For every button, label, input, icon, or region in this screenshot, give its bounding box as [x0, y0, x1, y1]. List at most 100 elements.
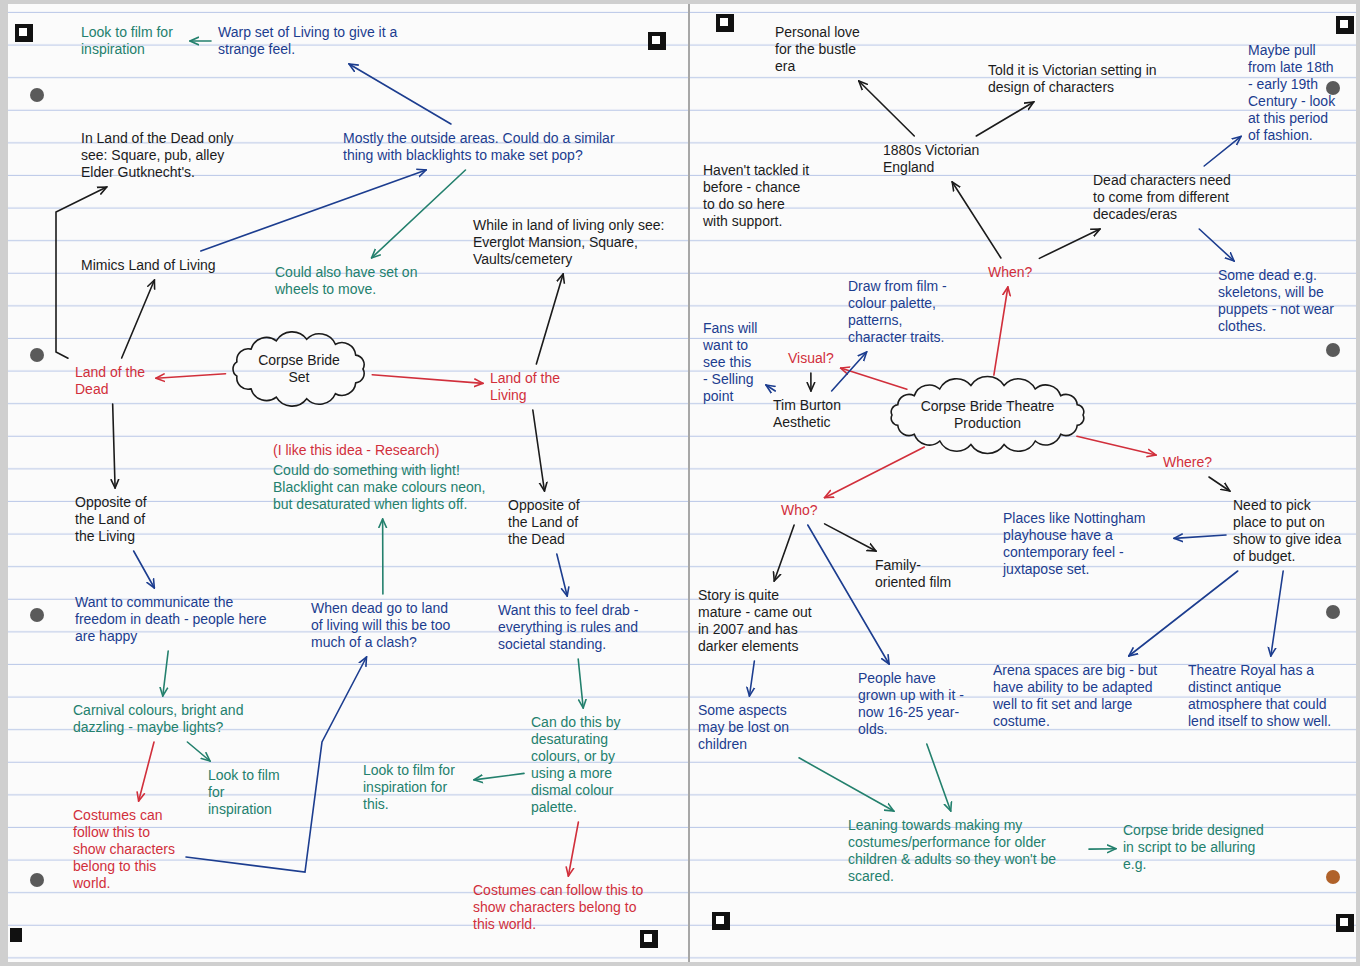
note-text: Dead characters need to come from differ…	[1093, 172, 1237, 223]
arrow-connector	[749, 661, 754, 696]
arrow-connector	[825, 447, 925, 498]
mind-map-note: Told it is Victorian setting in design o…	[985, 60, 1160, 98]
registration-mark	[716, 14, 734, 32]
mind-map-note: When?	[985, 262, 1035, 283]
arrow-connector	[976, 102, 1033, 136]
registration-marks	[10, 14, 1354, 948]
arrow-connector	[766, 385, 775, 391]
mind-map-note: Corpse bride designed in script to be al…	[1120, 820, 1270, 875]
arrow-connector	[1077, 436, 1156, 455]
mind-map-note: Tim Burton Aesthetic	[770, 395, 852, 433]
punch-hole	[30, 608, 44, 622]
mind-map-note: Land of the Dead	[72, 362, 152, 400]
mind-map-note: Opposite of the Land of the Living	[72, 492, 160, 547]
registration-mark	[1336, 914, 1354, 932]
arrow-connector	[474, 773, 524, 779]
note-text: Who?	[781, 502, 818, 519]
punch-hole	[30, 88, 44, 102]
note-text: Draw from film - colour palette, pattern…	[848, 278, 957, 346]
arrow-connector	[1089, 848, 1116, 850]
arrow-connector	[841, 368, 907, 389]
note-text: Look to film for inspiration	[208, 767, 287, 818]
arrow-connector	[372, 375, 483, 384]
mind-map-note: Warp set of Living to give it a strange …	[215, 22, 405, 60]
note-text: Corpse Bride Theatre Production	[911, 398, 1064, 432]
mind-map-note: Mimics Land of Living	[78, 255, 243, 276]
note-text: When dead go to land of living will this…	[311, 600, 455, 651]
mind-map-note: Mostly the outside areas. Could do a sim…	[340, 128, 640, 166]
arrow-connector	[533, 410, 545, 491]
arrow-connector	[349, 64, 451, 124]
mind-map-note: Haven't tackled it before - chance to do…	[700, 160, 815, 232]
note-text: Places like Nottingham playhouse have a …	[1003, 510, 1167, 578]
arrow-connector	[382, 519, 384, 594]
mind-map-note: Look to film for inspiration	[205, 765, 290, 820]
note-text: Want this to feel drab - everything is r…	[498, 602, 652, 653]
note-text: In Land of the Dead only see: Square, pu…	[81, 130, 260, 181]
registration-mark-inner	[716, 916, 724, 924]
note-text: Tim Burton Aesthetic	[773, 397, 849, 431]
arrow-connector	[799, 758, 894, 811]
mind-map-note: Want this to feel drab - everything is r…	[495, 600, 655, 655]
registration-mark	[640, 930, 658, 948]
cloud-shape	[891, 377, 1084, 454]
registration-mark-inner	[652, 36, 660, 44]
note-text: Family-oriented film	[875, 557, 964, 591]
note-text: Visual?	[788, 350, 834, 367]
punch-hole	[1326, 81, 1340, 95]
mind-map-note: People have grown up with it - now 16-25…	[855, 668, 970, 740]
note-text: Maybe pull from late 18th - early 19th C…	[1248, 42, 1342, 144]
registration-mark-inner	[720, 18, 728, 26]
arrow-connector	[825, 524, 876, 551]
mind-map-note: Theatre Royal has a distinct antique atm…	[1185, 660, 1345, 732]
note-text: Opposite of the Land of the Living	[75, 494, 157, 545]
arrow-connector	[187, 742, 210, 761]
arrow-connector	[201, 170, 426, 251]
note-text: 1880s Victorian England	[883, 142, 992, 176]
right-page	[690, 4, 1356, 962]
note-text: Leaning towards making my costumes/perfo…	[848, 817, 1082, 885]
registration-mark	[1336, 16, 1354, 34]
mind-map-note: Maybe pull from late 18th - early 19th C…	[1245, 40, 1345, 146]
arrow-connector	[113, 404, 115, 488]
mind-map-note: Need to pick place to put on show to giv…	[1230, 495, 1348, 567]
mind-map-note: While in land of living only see: Evergl…	[470, 215, 675, 270]
punch-holes	[30, 81, 1340, 887]
note-text: Told it is Victorian setting in design o…	[988, 62, 1157, 96]
arrow-connector	[1209, 477, 1230, 491]
arrow-connector	[994, 287, 1008, 375]
registration-mark-inner	[1340, 918, 1348, 926]
registration-mark	[10, 928, 22, 942]
right-page-rules	[690, 4, 1356, 962]
mind-map-note: Can do this by desaturating colours, or …	[528, 712, 650, 818]
mind-map-note: Want to communicate the freedom in death…	[72, 592, 272, 647]
note-text: Look to film for inspiration	[81, 24, 183, 58]
left-page-rules	[8, 4, 688, 962]
arrow-connector	[808, 525, 889, 664]
arrow-connector	[163, 651, 168, 696]
arrow-connector	[372, 170, 466, 258]
punch-hole	[30, 873, 44, 887]
note-text: When?	[988, 264, 1032, 281]
mind-map-note: Costumes can follow this to show charact…	[470, 880, 655, 935]
note-text: Story is quite mature - came out in 2007…	[698, 587, 822, 655]
note-text: Corpse Bride Set	[254, 352, 344, 386]
note-text: Opposite of the Land of the Dead	[508, 497, 590, 548]
arrow-connector	[859, 81, 915, 136]
mind-map-note: 1880s Victorian England	[880, 140, 995, 178]
note-text: Land of the Dead	[75, 364, 149, 398]
mind-map-note: Look to film for inspiration for this.	[360, 760, 470, 815]
note-text: People have grown up with it - now 16-25…	[858, 670, 967, 738]
mind-map-note: Who?	[778, 500, 821, 521]
registration-mark-inner	[1340, 20, 1348, 28]
note-text: Fans will want to see this - Selling poi…	[703, 320, 759, 405]
note-text: Mimics Land of Living	[81, 257, 240, 274]
arrow-connector	[832, 352, 867, 391]
arrow-connector	[568, 822, 578, 876]
arrow-connector	[952, 182, 1001, 258]
arrow-connector	[190, 40, 211, 42]
arrow-connector	[1129, 571, 1238, 656]
note-text: Personal love for the bustle era	[775, 24, 879, 75]
arrow-connector	[156, 374, 226, 378]
cloud-shape	[233, 332, 364, 406]
